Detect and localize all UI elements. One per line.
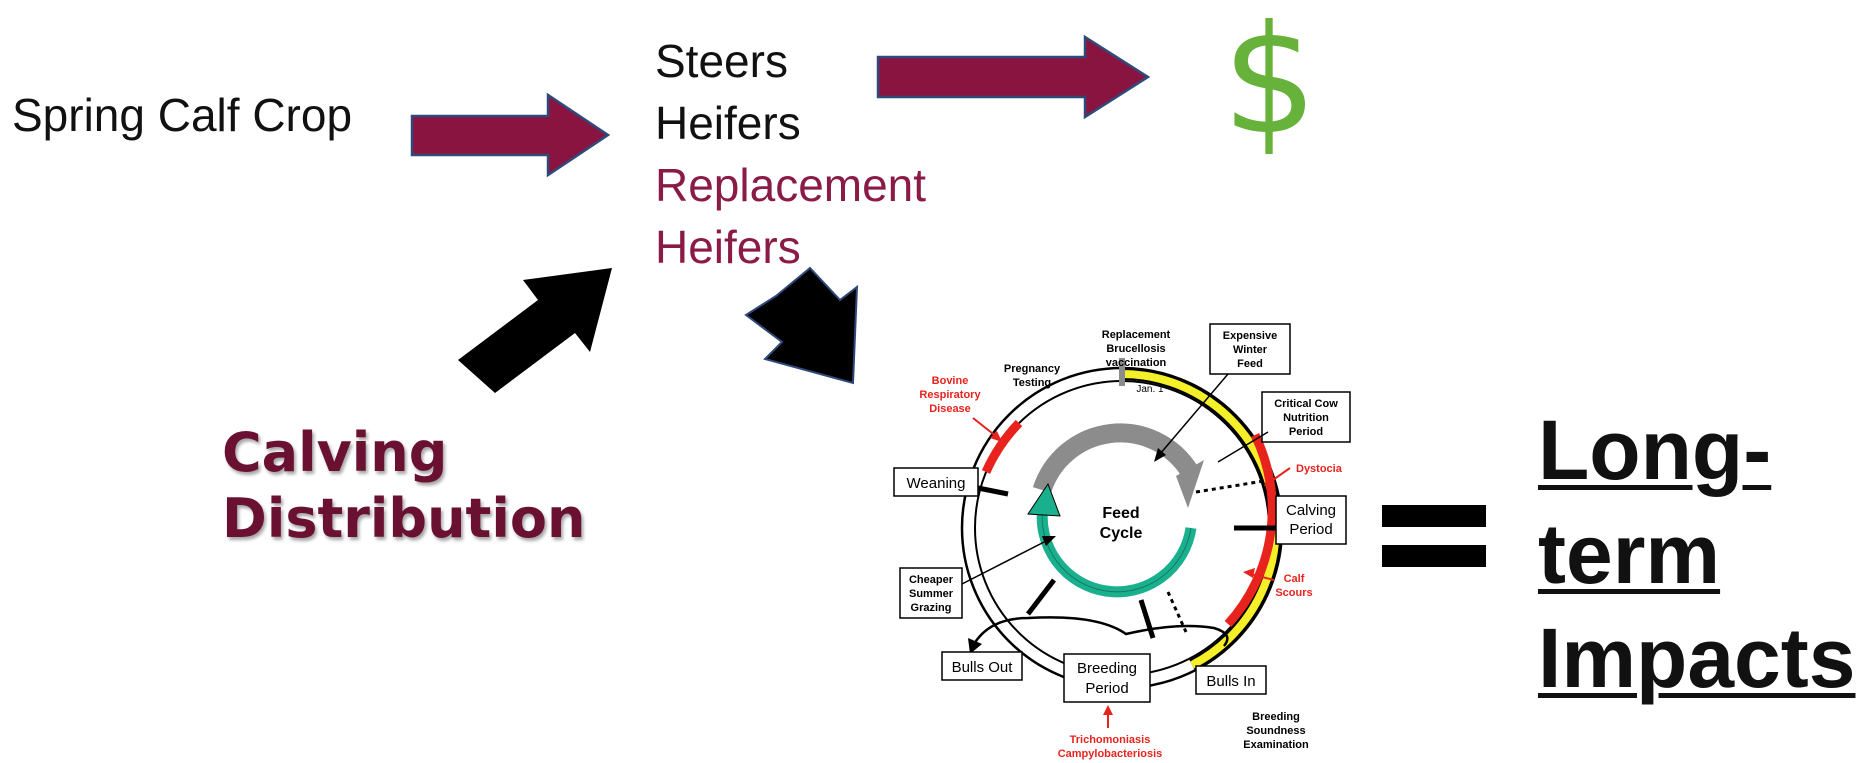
calf-scours-bar <box>1224 433 1277 628</box>
jan1-label: Jan. 1 <box>1136 384 1164 395</box>
critical-nutrition-pointer <box>1217 431 1269 463</box>
bovine-resp-line3: Disease <box>929 403 971 415</box>
long-term-impacts-line1: Long- <box>1538 403 1772 497</box>
dotted-line-top <box>1195 478 1271 494</box>
arrow-steers-to-dollar <box>876 34 1151 120</box>
cheaper-grazing-pointer-head <box>1042 536 1056 546</box>
calving-distribution-line1: Calving <box>222 421 448 484</box>
replacement-vacc-line1: Replacement <box>1102 329 1171 341</box>
critical-nutrition-line2: Nutrition <box>1283 412 1329 424</box>
teal-arrowhead <box>1027 482 1061 517</box>
bulls-in-box <box>1195 665 1267 695</box>
replacement-vacc-line3: vaccination <box>1106 357 1167 369</box>
respiratory-disease-bar <box>981 419 1023 474</box>
cheaper-grazing-box <box>899 567 963 619</box>
expensive-feed-box <box>1209 323 1291 375</box>
calving-period-box <box>1275 495 1347 545</box>
heifers-label: Heifers <box>655 97 801 149</box>
expensive-feed-line3: Feed <box>1237 358 1263 370</box>
bulls-brace-curve <box>972 616 1229 647</box>
arrow-heifers-to-cycle <box>744 266 859 385</box>
breeding-tick <box>1138 599 1156 639</box>
cheaper-grazing-line1: Cheaper <box>909 574 954 586</box>
feed-cycle-diagram: Feed Cycle Replacement Brucellosis vacci… <box>893 323 1351 760</box>
expensive-feed-line1: Expensive <box>1223 330 1277 342</box>
dystocia-label: Dystocia <box>1296 463 1343 475</box>
critical-nutrition-line3: Period <box>1289 426 1323 438</box>
gray-arrowhead <box>1176 460 1204 508</box>
trich-line1: Trichomoniasis <box>1070 734 1151 746</box>
calf-scours-pointer <box>1249 573 1275 581</box>
steers-label: Steers <box>655 35 788 87</box>
calf-scours-line2: Scours <box>1275 587 1312 599</box>
breeding-period-line2: Period <box>1085 680 1128 697</box>
long-term-impacts-line3: Impacts <box>1538 611 1856 705</box>
breeding-soundness-line1: Breeding <box>1252 711 1300 723</box>
weaning-box <box>893 467 979 497</box>
calf-scours-line1: Calf <box>1284 573 1305 585</box>
breeding-period-box <box>1063 653 1151 703</box>
cycle-label: Cycle <box>1100 525 1143 542</box>
calving-period-line2: Period <box>1289 521 1332 538</box>
cheaper-grazing-pointer <box>961 539 1049 585</box>
expensive-feed-pointer <box>1159 373 1229 455</box>
replacement-heifers-line1: Replacement <box>655 159 927 211</box>
bulls-out-label: Bulls Out <box>952 659 1014 676</box>
expensive-feed-line2: Winter <box>1233 344 1268 356</box>
dystocia-pointer <box>1269 467 1291 483</box>
feed-label: Feed <box>1102 505 1139 522</box>
breeding-soundness-line3: Examination <box>1243 739 1309 751</box>
gray-cycle-arrow <box>1032 423 1199 494</box>
bovine-resp-pointer <box>972 417 998 438</box>
pregnancy-testing-line1: Pregnancy <box>1004 363 1061 375</box>
replacement-heifers-line2: Heifers <box>655 221 801 273</box>
breeding-period-line1: Breeding <box>1077 660 1137 677</box>
spring-calf-crop-label: Spring Calf Crop <box>12 89 353 141</box>
equals-bar-top <box>1382 505 1486 527</box>
bulls-out-arrowhead <box>968 638 982 654</box>
arrow-calving-to-heifers <box>458 268 612 393</box>
expensive-feed-pointer-head <box>1154 448 1166 462</box>
calving-distribution-line2: Distribution <box>222 487 586 550</box>
trich-line2: Campylobacteriosis <box>1058 748 1163 760</box>
trich-pointer-head <box>1103 705 1113 715</box>
equals-bar-bottom <box>1382 545 1486 567</box>
bovine-resp-line2: Respiratory <box>919 389 981 401</box>
critical-nutrition-box <box>1261 391 1351 443</box>
long-term-impacts-line2: term <box>1538 507 1721 601</box>
pregnancy-testing-line2: Testing <box>1013 377 1051 389</box>
bulls-out-box <box>941 651 1023 681</box>
bulls-in-label: Bulls In <box>1206 673 1255 690</box>
replacement-vacc-line2: Brucellosis <box>1106 343 1165 355</box>
critical-nutrition-line1: Critical Cow <box>1274 398 1338 410</box>
bulls-out-tick <box>1026 578 1056 616</box>
bovine-resp-line1: Bovine <box>932 375 969 387</box>
weaning-label: Weaning <box>907 475 966 492</box>
dollar-sign: $ <box>1222 0 1318 168</box>
cheaper-grazing-line2: Summer <box>909 588 954 600</box>
bovine-resp-pointer-head <box>990 431 1002 442</box>
cheaper-grazing-line3: Grazing <box>911 602 952 614</box>
dystocia-pointer-head <box>1264 475 1275 486</box>
calf-scours-pointer-head <box>1243 568 1255 578</box>
arrow-calf-crop-to-steers <box>410 92 611 178</box>
breeding-soundness-line2: Soundness <box>1246 725 1305 737</box>
calving-period-line1: Calving <box>1286 502 1336 519</box>
